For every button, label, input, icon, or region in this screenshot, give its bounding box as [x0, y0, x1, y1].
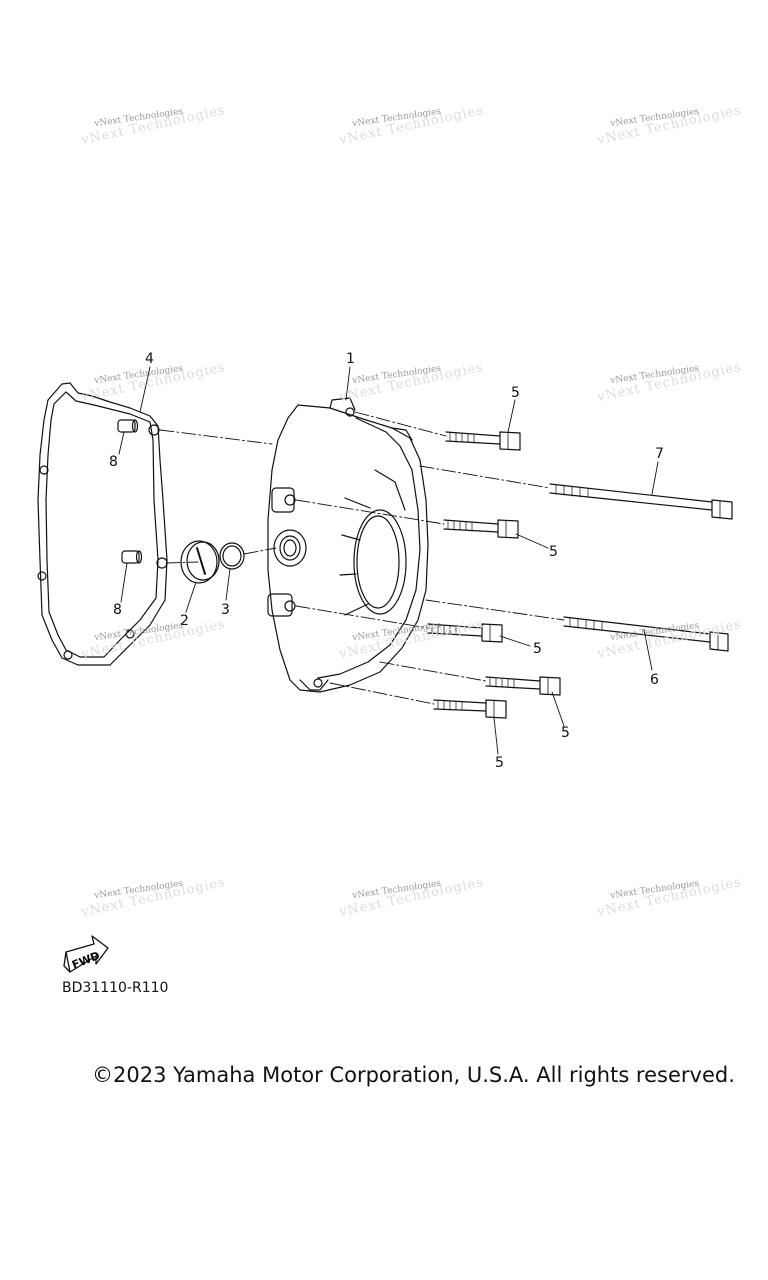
callout-dowel-pin-lower[interactable]: 8	[113, 602, 122, 618]
bolt-part-e	[433, 699, 507, 719]
callout-bolt-e[interactable]: 5	[495, 755, 504, 771]
crankcase-cover-part	[267, 397, 429, 693]
copyright-notice: ©2023 Yamaha Motor Corporation, U.S.A. A…	[92, 1063, 735, 1087]
callout-bolt-a[interactable]: 5	[511, 385, 520, 401]
diagram-code: BD31110-R110	[62, 980, 169, 996]
callout-dowel-pin-upper[interactable]: 8	[109, 454, 118, 470]
callout-gasket[interactable]: 4	[145, 351, 154, 367]
long-bolt-lower	[563, 616, 729, 652]
bolt-part-a	[445, 431, 521, 451]
bolt-part-d	[485, 676, 561, 696]
callout-o-ring[interactable]: 3	[221, 602, 230, 618]
plug-part	[180, 540, 220, 584]
callout-long-bolt-lower[interactable]: 6	[650, 672, 659, 688]
callout-bolt-c[interactable]: 5	[533, 641, 542, 657]
bolt-part-c	[427, 623, 503, 643]
callout-bolt-b[interactable]: 5	[549, 544, 558, 560]
callout-bolt-d[interactable]: 5	[561, 725, 570, 741]
callout-crankcase-cover[interactable]: 1	[346, 351, 355, 367]
fwd-arrow-icon	[63, 935, 109, 973]
gasket-part	[37, 382, 168, 666]
callout-long-bolt-upper[interactable]: 7	[655, 446, 664, 462]
fwd-label: FWD	[70, 949, 102, 972]
bolt-part-b	[443, 519, 519, 539]
o-ring-part	[219, 542, 245, 570]
long-bolt-upper	[549, 483, 733, 520]
dowel-pin-lower	[121, 550, 143, 564]
dowel-pin-upper	[117, 419, 139, 433]
callout-plug[interactable]: 2	[180, 613, 189, 629]
